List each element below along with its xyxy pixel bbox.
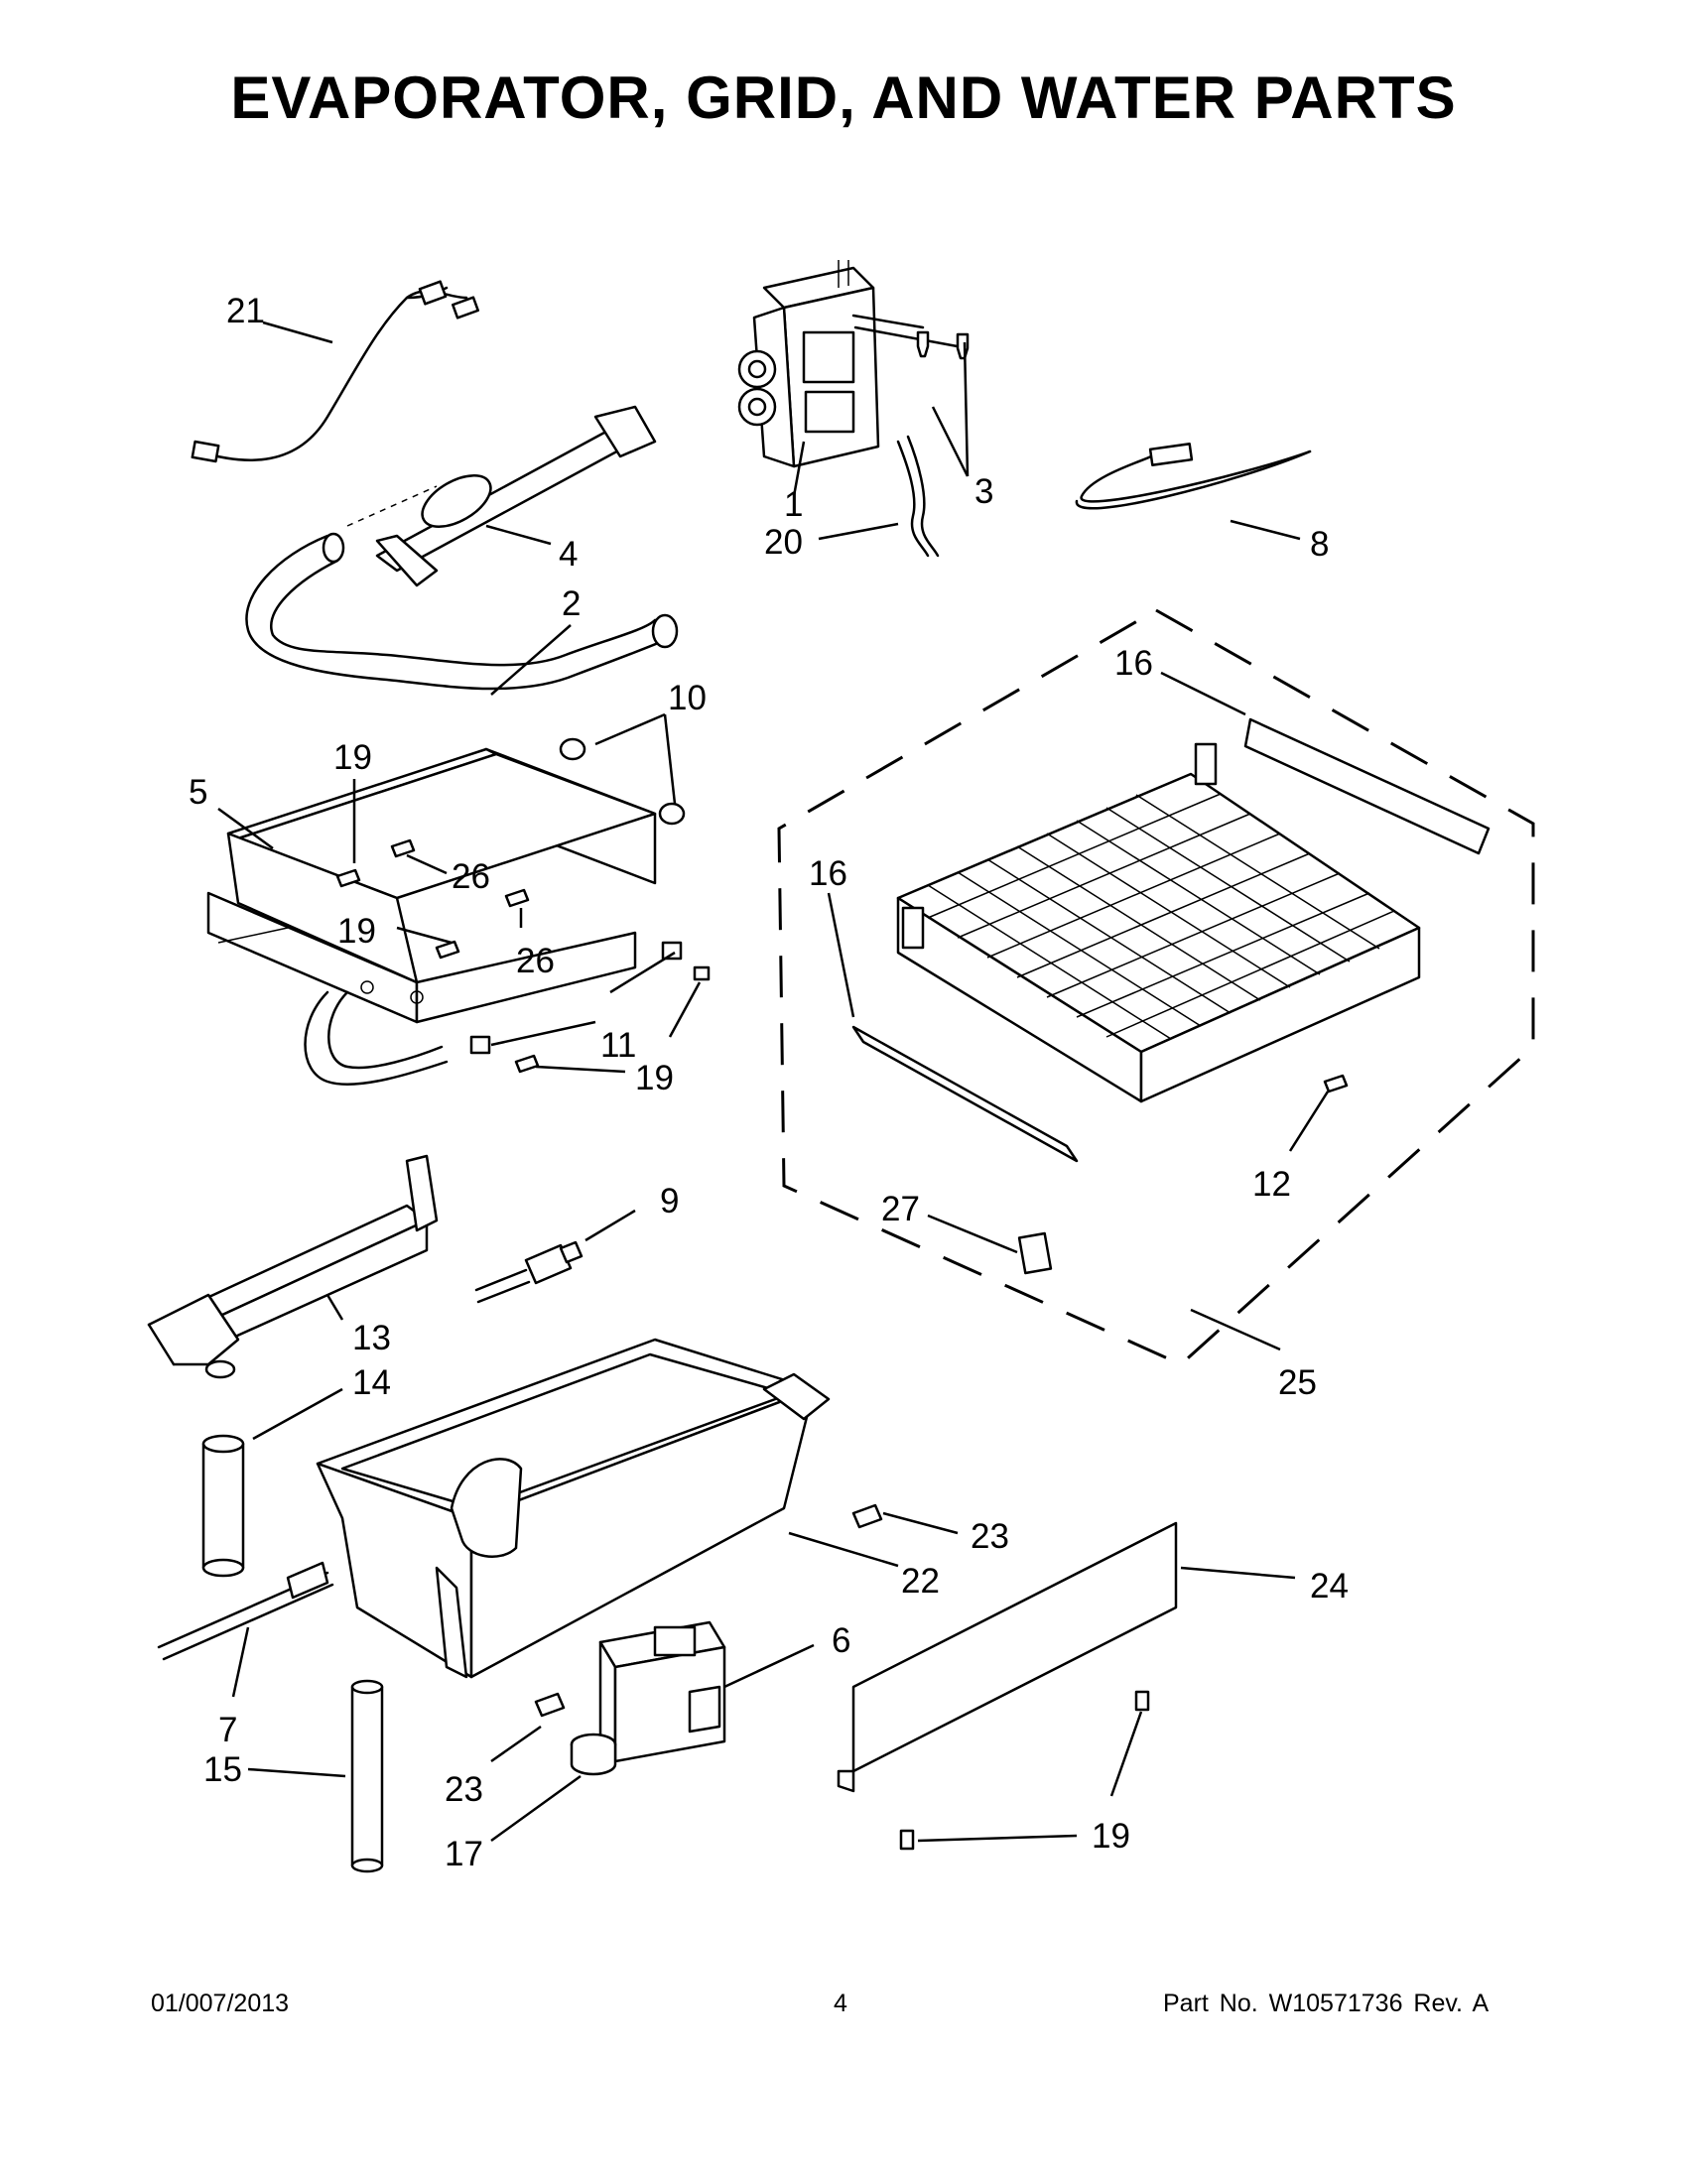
part-23-screws [534, 1503, 883, 1718]
footer-part-number: Part No. W10571736 Rev. A [1163, 1990, 1490, 2017]
callout-19b: 19 [337, 912, 376, 951]
callout-21: 21 [226, 292, 265, 330]
callout-11: 11 [600, 1026, 636, 1065]
callout-19a: 19 [333, 738, 372, 777]
part-5-evaporator-frame [206, 747, 657, 1086]
callout-23a: 23 [971, 1517, 1009, 1556]
part-ice-grid [896, 742, 1421, 1103]
callout-12: 12 [1252, 1165, 1291, 1204]
part-12-screw [1323, 1074, 1349, 1093]
callout-24: 24 [1310, 1567, 1349, 1606]
callout-13: 13 [352, 1319, 391, 1357]
footer-date: 01/007/2013 [151, 1990, 290, 2017]
part-17-nut [570, 1733, 617, 1776]
part-22-reservoir-pan [316, 1338, 831, 1679]
page-title: EVAPORATOR, GRID, AND WATER PARTS [230, 64, 1457, 131]
callout-16b: 16 [809, 854, 847, 893]
callout-3: 3 [974, 472, 993, 511]
callout-16a: 16 [1114, 644, 1153, 683]
part-3-valve-screws [851, 314, 970, 360]
part-19-26-screws-upper [335, 838, 711, 1074]
part-16-grid-covers [851, 717, 1491, 1163]
part-11-clips [469, 941, 683, 1055]
callout-2: 2 [562, 584, 581, 623]
callout-27: 27 [881, 1190, 920, 1228]
callout-15: 15 [203, 1750, 242, 1789]
callout-7: 7 [218, 1711, 237, 1749]
part-1-water-valve [737, 260, 880, 468]
callout-26a: 26 [452, 857, 490, 896]
callout-10: 10 [668, 679, 707, 717]
callout-20: 20 [764, 523, 803, 562]
callout-19d: 19 [1092, 1817, 1130, 1856]
part-20-valve-tube [896, 435, 940, 558]
callout-9: 9 [660, 1182, 679, 1220]
part-2-evaporator-tube [245, 532, 679, 691]
callout-8: 8 [1310, 525, 1329, 564]
part-27-label [1017, 1231, 1053, 1275]
callout-17: 17 [445, 1835, 483, 1873]
callout-26b: 26 [516, 942, 555, 980]
part-8-thermistor [1075, 443, 1312, 510]
part-9-fitting [474, 1240, 584, 1304]
callout-19c: 19 [635, 1059, 674, 1097]
part-4-water-tube [346, 405, 657, 587]
part-6-pump [598, 1620, 726, 1763]
part-25-ice-grid-assembly [777, 608, 1535, 1366]
callout-14: 14 [352, 1363, 391, 1402]
callout-labels: 21 1 3 20 8 4 2 10 19 5 26 19 26 11 19 1… [189, 292, 1349, 1873]
footer-page-number: 4 [834, 1990, 847, 2017]
part-15-tube [350, 1679, 384, 1873]
part-21-wire-harness [191, 280, 479, 463]
part-24-panel [837, 1521, 1178, 1793]
part-13-water-trough [147, 1154, 439, 1379]
callout-25: 25 [1278, 1363, 1317, 1402]
part-19-screws-lower [899, 1690, 1150, 1851]
callout-4: 4 [559, 535, 578, 574]
part-10-grommets [559, 737, 686, 826]
leader-lines [217, 321, 1330, 1843]
part-14-tube [201, 1434, 245, 1578]
callout-1: 1 [784, 485, 803, 524]
callout-5: 5 [189, 773, 207, 812]
callout-22: 22 [901, 1562, 940, 1601]
callout-23b: 23 [445, 1770, 483, 1809]
part-7-drain-tube [157, 1561, 334, 1661]
callout-6: 6 [832, 1621, 850, 1660]
